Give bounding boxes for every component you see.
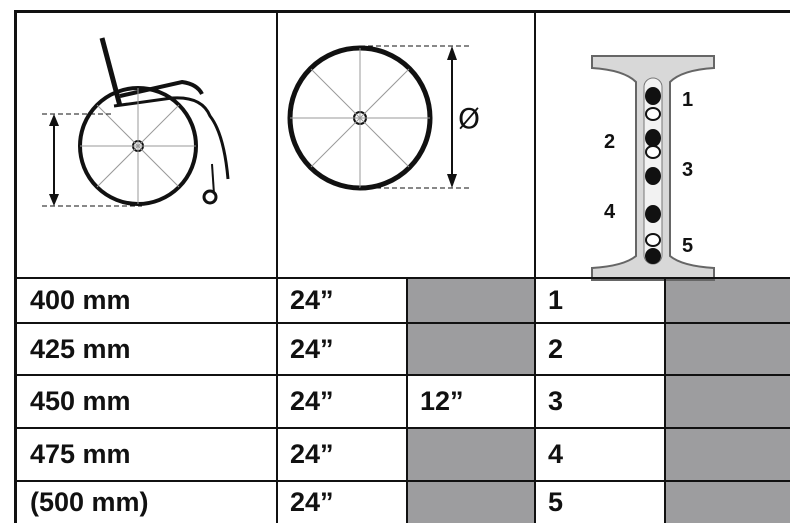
axle-position-cell: 3 xyxy=(548,386,564,416)
column-divider-1 xyxy=(276,10,278,523)
column-divider-3 xyxy=(534,10,536,523)
seat-width-cell: (500 mm) xyxy=(30,487,149,517)
axle-position-cell: 4 xyxy=(548,439,564,469)
seat-width-cell: 450 mm xyxy=(30,386,131,416)
wheelchair-side-icon xyxy=(42,37,230,207)
border-left xyxy=(14,10,17,523)
row-divider-3 xyxy=(14,427,790,429)
shaded-cell-front-r4 xyxy=(407,428,535,481)
seat-width-cell: 425 mm xyxy=(30,333,131,364)
axle-position-label-4: 4 xyxy=(604,201,616,223)
column-divider-4 xyxy=(664,277,666,523)
shaded-cell-front-r5 xyxy=(407,481,535,523)
shaded-cell-front-r2 xyxy=(407,323,535,375)
axle-position-cell: 5 xyxy=(548,487,564,517)
rear-wheel-cell: 24” xyxy=(290,285,334,315)
seat-width-cell: 400 mm xyxy=(30,285,131,315)
axle-position-label-3: 3 xyxy=(682,159,693,181)
wheel-diameter-icon: Ø xyxy=(287,45,480,191)
shaded-column-last xyxy=(665,278,790,523)
shaded-cell-front-r1 xyxy=(407,278,535,323)
axle-position-label-2: 2 xyxy=(604,131,615,153)
row-divider-4 xyxy=(14,480,790,482)
diameter-symbol: Ø xyxy=(458,102,480,135)
row-divider-header xyxy=(14,277,790,279)
border-top xyxy=(14,10,790,13)
column-divider-2 xyxy=(406,277,408,523)
rear-wheel-cell: 24” xyxy=(290,439,334,469)
axle-position-cell: 2 xyxy=(548,333,564,364)
axle-plate-icon: 1 2 3 4 5 xyxy=(591,55,715,281)
axle-position-cell: 1 xyxy=(548,285,564,315)
seat-width-cell: 475 mm xyxy=(30,439,131,469)
row-divider-1 xyxy=(14,322,790,324)
rear-wheel-cell: 24” xyxy=(290,386,334,416)
axle-position-label-5: 5 xyxy=(682,235,693,257)
rear-wheel-cell: 24” xyxy=(290,487,334,517)
row-divider-2 xyxy=(14,374,790,376)
front-wheel-cell: 12” xyxy=(420,386,464,416)
wheel-spec-table: Ø 1 2 3 4 5 400 mm 24” 1 425 mm 24” 2 xyxy=(14,10,790,523)
axle-position-label-1: 1 xyxy=(682,89,693,111)
rear-wheel-cell: 24” xyxy=(290,333,334,364)
